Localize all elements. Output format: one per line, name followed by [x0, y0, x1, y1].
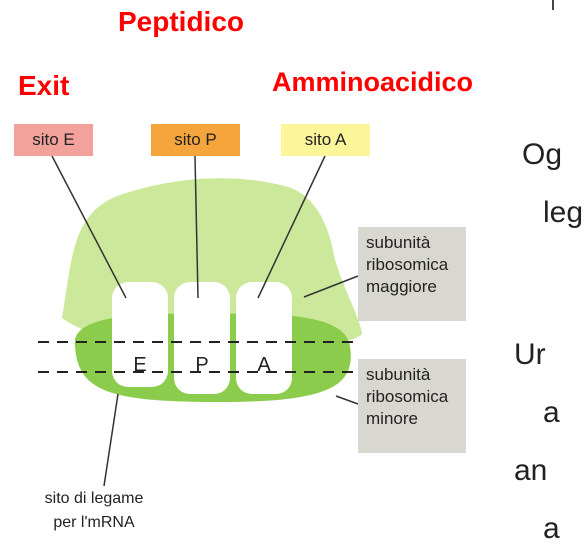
body-text-line-5: an	[514, 454, 548, 487]
minor-line-3: minore	[366, 409, 418, 428]
peptidico-label: Peptidico	[118, 6, 245, 37]
slot-e-letter: E	[133, 354, 147, 376]
major-line-3: maggiore	[366, 277, 437, 296]
body-text-line-6: a	[543, 512, 560, 545]
exit-label: Exit	[18, 70, 70, 101]
major-subunit-label-box: subunità ribosomica maggiore	[358, 227, 466, 321]
mrna-binding-caption: sito di legame per l'mRNA	[6, 487, 182, 535]
major-line-1: subunità	[366, 233, 431, 252]
body-text-line-4: a	[543, 396, 560, 429]
body-text-line-1: Og	[522, 138, 563, 171]
slot-a	[236, 282, 292, 394]
edge-tick-mark	[552, 0, 554, 10]
body-text-line-2: leg	[543, 196, 584, 229]
leader-line-major	[303, 275, 359, 298]
caption-line-2: per l'mRNA	[53, 514, 135, 531]
amminoacidico-label: Amminoacidico	[272, 67, 474, 97]
caption-line-1: sito di legame	[44, 490, 144, 507]
major-line-2: ribosomica	[366, 255, 449, 274]
site-p-box: sito P	[151, 124, 240, 156]
slot-e	[112, 282, 168, 387]
minor-line-2: ribosomica	[366, 387, 449, 406]
slot-a-letter: A	[257, 354, 271, 376]
body-text-line-3: Ur	[514, 338, 546, 371]
minor-subunit-label-box: subunità ribosomica minore	[358, 359, 466, 453]
slot-p	[174, 282, 230, 394]
slot-p-label-wrap: P	[174, 282, 230, 387]
slot-p-letter: P	[195, 354, 209, 376]
site-e-box: sito E	[14, 124, 93, 156]
minor-line-1: subunità	[366, 365, 431, 384]
slot-a-label-wrap: A	[236, 282, 292, 387]
leader-line-mrna	[103, 393, 119, 487]
leader-line-minor	[335, 395, 359, 405]
site-a-box: sito A	[281, 124, 370, 156]
leader-line-e	[51, 155, 127, 299]
leader-line-p	[194, 155, 199, 299]
leader-line-a	[257, 155, 326, 299]
slot-e-label-wrap: E	[112, 282, 168, 387]
